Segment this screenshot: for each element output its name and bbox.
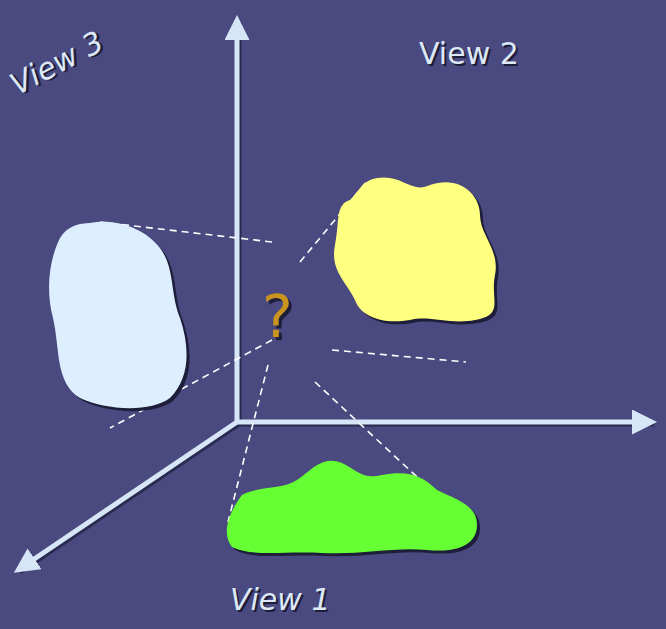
coordinate-axes: [18, 20, 652, 570]
view-label: View 1: [230, 583, 330, 616]
blob-outline: [330, 175, 500, 325]
blob-outline: [45, 218, 190, 410]
view-label: View 3: [4, 25, 108, 101]
unknown-object-mark: ?: [262, 288, 293, 346]
view-3-projection: View 3: [45, 218, 190, 410]
view-1-projection: View 1: [222, 455, 480, 558]
blob-fill: [49, 222, 187, 408]
view-label: View 2: [419, 37, 519, 70]
blob-fill: [227, 461, 477, 554]
blob-fill: [334, 178, 496, 322]
blob-outline: [222, 455, 480, 558]
view-2-projection: View 2: [330, 175, 500, 325]
